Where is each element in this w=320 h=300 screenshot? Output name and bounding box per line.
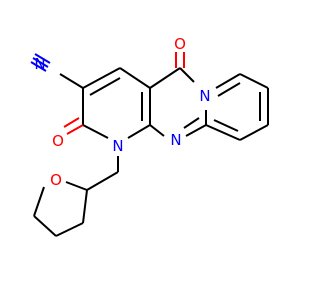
bond-thf-b — [33, 186, 45, 217]
bond-ring1-e — [82, 124, 109, 139]
bond-thf-c — [33, 215, 57, 237]
bond-ring3-e — [205, 124, 241, 141]
molecule-drawing: N O N O N N O — [30, 35, 269, 237]
pyridone-nitrogen-label: N — [112, 137, 123, 155]
bond-nitrile-triple-1 — [32, 57, 49, 68]
bond-nitrile-triple-3 — [30, 61, 47, 72]
bond-nitrile-c-ring — [59, 73, 84, 89]
bond-ring2-b — [179, 67, 195, 83]
bond-ring1-d — [127, 124, 151, 139]
bond-ring2-e — [149, 124, 165, 137]
bond-ring3-e-double — [213, 119, 239, 132]
bond-ring1-a-double — [89, 77, 121, 96]
bond-carbonyl-left-1 — [66, 124, 84, 135]
bond-ring3-b — [239, 73, 269, 89]
pyrido-nitrogen-label: N — [199, 87, 210, 105]
carbonyl-oxygen-left-label: O — [52, 132, 64, 150]
bond-ring1-a — [82, 67, 121, 89]
bond-ring2-a — [149, 67, 181, 89]
bridge-nitrogen-label: N — [170, 131, 181, 149]
bond-ring2-d — [185, 124, 207, 137]
bond-ring1-b — [119, 67, 151, 89]
nitrile-nitrogen-label: N — [34, 55, 45, 73]
bond-thf-e — [82, 189, 88, 224]
carbonyl-oxygen-top-label: O — [174, 35, 186, 53]
bond-ch2-thf — [86, 171, 119, 191]
bond-thf-a — [65, 181, 88, 191]
bond-ring3-d — [239, 124, 269, 141]
thf-oxygen-label: O — [50, 171, 62, 189]
bond-ring3-a — [215, 73, 241, 89]
bond-ring2-d-double — [183, 117, 200, 129]
bond-nitrile-triple-2 — [34, 53, 51, 64]
bond-ring3-a-double — [217, 82, 241, 97]
bond-thf-d — [55, 222, 84, 237]
structure-diagram: N O N O N N O — [30, 35, 269, 237]
bond-carbonyl-left-2 — [63, 117, 80, 128]
